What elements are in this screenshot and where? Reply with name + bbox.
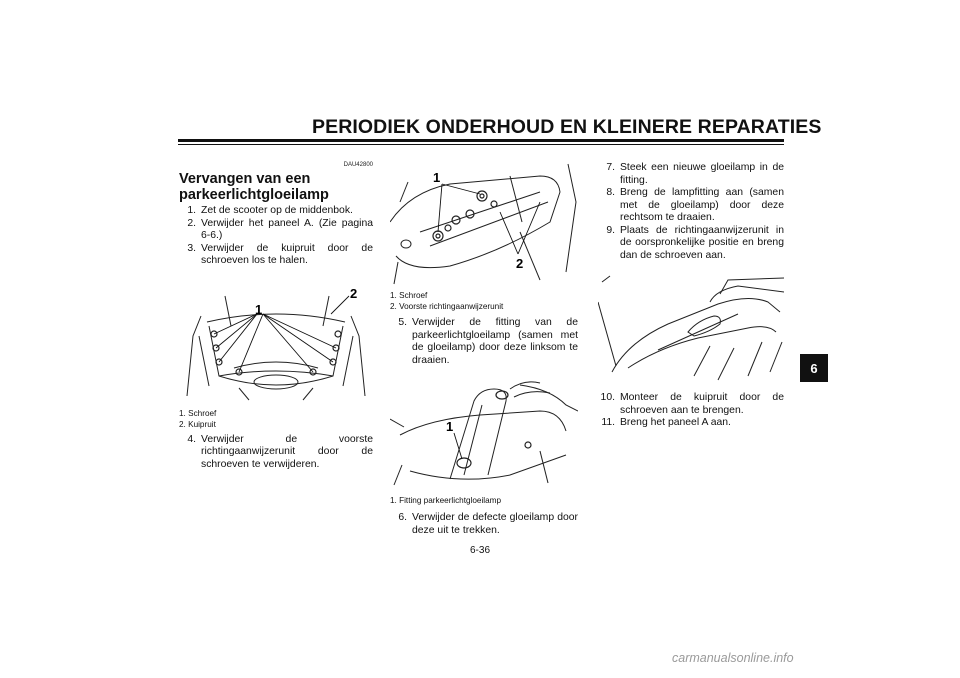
step-number: 5.: [398, 317, 407, 328]
step-item: 3. Verwijder de kuipruit door de schroeve…: [179, 243, 373, 268]
step-number: 9.: [606, 224, 615, 236]
header-rule: [178, 139, 784, 142]
figure-windshield: 1 2 1. Schroef 2. Kuipruit: [179, 276, 373, 430]
step-number: 11.: [601, 417, 615, 428]
caption: 2. Kuipruit: [179, 419, 216, 429]
step-item: 5. Verwijder de fitting van de parkeerlic…: [390, 317, 578, 367]
steps-list-f: 10. Monteer de kuipruit door de schroeven…: [598, 392, 784, 430]
figure-bulb-socket: 1 1. Fitting parkeerlichtgloeilamp: [390, 375, 578, 506]
figure-callout: 1: [255, 302, 262, 317]
step-item: 1. Zet de scooter op de middenbok.: [179, 205, 373, 218]
step-text: Monteer de kuipruit door de schroeven aa…: [620, 392, 784, 416]
step-item: 8. Breng de lampfitting aan (samen met de…: [598, 187, 784, 225]
step-item: 2. Verwijder het paneel A. (Zie pagina 6-…: [179, 218, 373, 243]
step-item: 6. Verwijder de defecte gloeilamp door de…: [390, 512, 578, 537]
figure-turn-signal-unit: 1 2 1. Schroef 2. Voorste richtingaanwij…: [390, 162, 578, 312]
section-heading: Vervangen van een parkeerlichtgloeilamp: [179, 171, 329, 203]
step-text: Steek een nieuwe gloeilamp in de fitting…: [620, 162, 784, 186]
step-item: 9. Plaats de richtingaanwijzerunit in de …: [598, 225, 784, 263]
step-text: Breng het paneel A aan.: [620, 417, 731, 428]
steps-list-b: 4. Verwijder de voorste richtingaanwijzer…: [179, 434, 373, 472]
step-text: Verwijder de voorste richtingaanwijzerun…: [201, 433, 373, 470]
figure-callout: 2: [350, 286, 357, 301]
caption: 2. Voorste richtingaanwijzerunit: [390, 302, 504, 311]
step-text: Verwijder de fitting van de parkeerlicht…: [412, 317, 578, 366]
column-left: DAU42800 Vervangen van een parkeerlichtg…: [179, 162, 373, 471]
steps-list-c: 5. Verwijder de fitting van de parkeerlic…: [390, 317, 578, 367]
turn-signal-illustration: 1 2: [390, 163, 577, 285]
figure-front-cowl: [598, 272, 784, 382]
step-text: Verwijder de kuipruit door de schroeven …: [201, 242, 373, 267]
step-text: Breng de lampfitting aan (samen met de g…: [620, 187, 784, 223]
steps-list-d: 6. Verwijder de defecte gloeilamp door de…: [390, 512, 578, 537]
step-item: 7. Steek een nieuwe gloeilamp in de fitti…: [598, 162, 784, 187]
steps-list-e: 7. Steek een nieuwe gloeilamp in de fitti…: [598, 162, 784, 262]
caption: 1. Fitting parkeerlichtgloeilamp: [390, 496, 502, 505]
steps-list-a: 1. Zet de scooter op de middenbok. 2. Verw…: [179, 205, 373, 268]
figure-captions: 1. Schroef 2. Kuipruit: [179, 408, 373, 430]
step-item: 4. Verwijder de voorste richtingaanwijzer…: [179, 434, 373, 472]
step-item: 10. Monteer de kuipruit door de schroeven…: [598, 392, 784, 417]
front-cowl-illustration: [598, 275, 784, 381]
column-right: 7. Steek een nieuwe gloeilamp in de fitti…: [598, 162, 784, 430]
figure-callout: 1: [446, 419, 453, 434]
step-text: Zet de scooter op de middenbok.: [201, 205, 353, 216]
step-number: 10.: [600, 392, 615, 403]
windshield-illustration: 1 2: [186, 286, 366, 400]
step-item: 11. Breng het paneel A aan.: [598, 417, 784, 430]
step-number: 1.: [187, 205, 196, 216]
step-number: 8.: [606, 187, 615, 198]
step-text: Plaats de richtingaanwijzerunit in de oo…: [620, 224, 784, 261]
caption: 1. Schroef: [179, 408, 217, 418]
figure-callout: 2: [516, 256, 523, 271]
page-number: 6-36: [469, 545, 490, 556]
figure-captions: 1. Fitting parkeerlichtgloeilamp: [390, 495, 578, 506]
step-text: Verwijder de defecte gloeilamp door deze…: [412, 512, 578, 536]
document-code: DAU42800: [343, 162, 373, 168]
figure-callout: 1: [433, 170, 440, 185]
caption: 1. Schroef: [390, 291, 428, 300]
figure-captions: 1. Schroef 2. Voorste richtingaanwijzeru…: [390, 290, 578, 312]
step-text: Verwijder het paneel A. (Zie pagina 6-6.…: [201, 217, 373, 242]
page-header-title: PERIODIEK ONDERHOUD EN KLEINERE REPARATI…: [312, 116, 822, 138]
step-number: 6.: [398, 512, 407, 523]
watermark: carmanualsonline.info: [672, 651, 794, 665]
bulb-socket-illustration: 1: [390, 381, 578, 486]
chapter-tab: 6: [800, 354, 828, 382]
step-number: 4.: [187, 433, 196, 445]
step-number: 7.: [606, 162, 615, 173]
step-number: 2.: [187, 217, 196, 229]
step-number: 3.: [187, 242, 196, 254]
header-rule-thin: [178, 144, 784, 145]
column-middle: 1 2 1. Schroef 2. Voorste richtingaanwij…: [390, 162, 578, 537]
